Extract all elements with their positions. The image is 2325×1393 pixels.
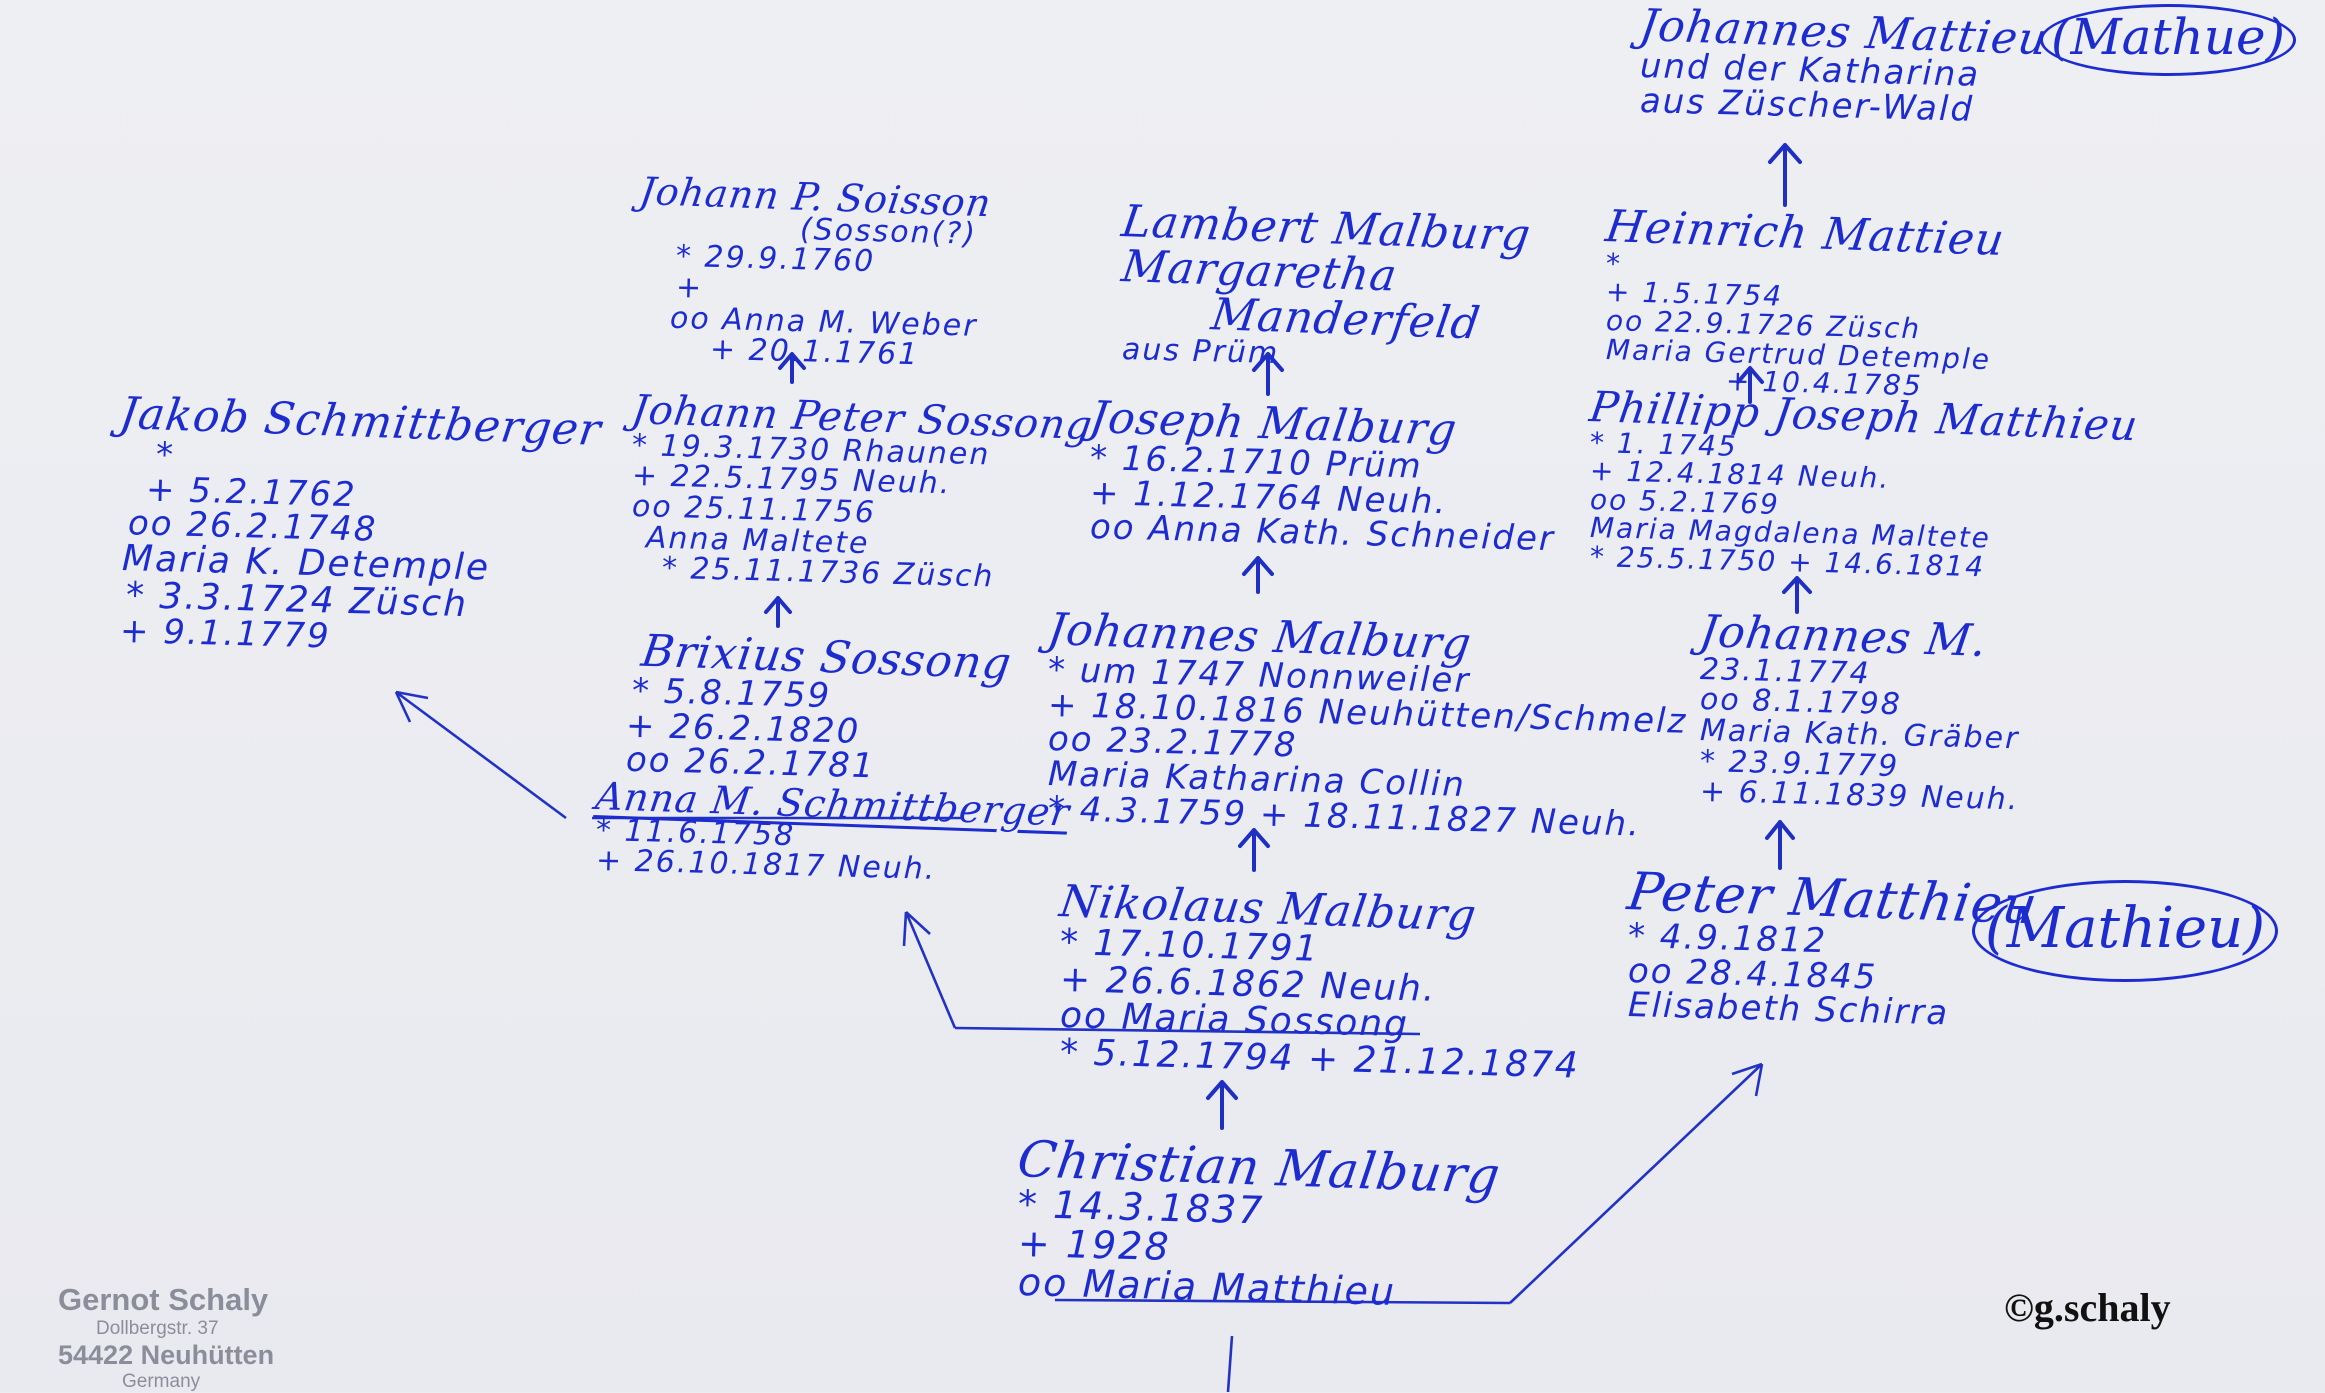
arrow-up-icon: [778, 352, 806, 384]
person-christian-malburg: Christian Malburg * 14.3.1837 + 1928 oo …: [1014, 1130, 1504, 1313]
link-descendant: [1226, 1335, 1234, 1392]
person-johannes-malburg: Johannes Malburg * um 1747 Nonnweiler + …: [1045, 604, 1688, 844]
arrow-up-icon: [1242, 556, 1274, 594]
link-matthieu-arrow: [1509, 1062, 1764, 1304]
arrow-up-icon: [1252, 352, 1284, 396]
arrow-up-icon: [1768, 143, 1802, 207]
person-phillipp-joseph-matthieu: Phillipp Joseph Matthieu * 1. 1745 + 12.…: [1587, 382, 2142, 583]
person-heinrich-mattieu: Heinrich Mattieu * + 1.5.1754 oo 22.9.17…: [1603, 201, 2008, 402]
person-lambert-malburg: Lambert Malburg Margaretha Manderfeld au…: [1119, 196, 1535, 371]
address-stamp: Gernot Schaly Dollbergstr. 37 54422 Neuh…: [58, 1282, 308, 1393]
copyright-notice: ©g.schaly: [2004, 1285, 2171, 1330]
person-nikolaus-malburg: Nikolaus Malburg * 17.10.1791 + 26.6.186…: [1057, 876, 1581, 1087]
person-brixius-sossong: Brixius Sossong * 5.8.1759 + 26.2.1820 o…: [593, 626, 1073, 888]
stamp-country: Germany: [122, 1371, 201, 1392]
arrow-up-icon: [1765, 820, 1795, 870]
person-johannes-mattieu-top: Johannes Mattieu und der Katharina aus Z…: [1637, 0, 2051, 129]
person-johannes-m: Johannes M. 23.1.1774 oo 8.1.1798 Maria …: [1697, 606, 2020, 818]
person-jakob-schmittberger: Jakob Schmittberger * + 5.2.1762 oo 26.2…: [117, 388, 605, 657]
alias-text: (Mathieu): [1984, 896, 2266, 961]
stamp-name: Gernot Schaly: [58, 1282, 269, 1317]
alias-oval: (Mathue): [2040, 4, 2296, 76]
alias-text: (Mathue): [2050, 8, 2286, 66]
person-joseph-malburg: Joseph Malburg * 16.2.1710 Prüm + 1.12.1…: [1087, 392, 1556, 559]
stamp-street: Dollbergstr. 37: [96, 1318, 219, 1339]
link-matthieu: [1054, 1298, 1511, 1305]
alias-oval: (Mathieu): [1972, 880, 2278, 982]
arrow-up-icon: [1206, 1080, 1238, 1130]
arrow-up-icon: [1238, 828, 1270, 872]
arrow-up-icon: [1782, 576, 1812, 614]
link-sossong: [954, 1026, 1421, 1036]
link-sossong-arrow: [902, 911, 957, 1029]
arrow-up-icon: [764, 596, 792, 628]
arrow-up-icon: [1736, 366, 1764, 404]
person-johann-p-soisson: Johann P. Soisson (Sosson(?) * 29.9.1760…: [637, 169, 994, 372]
link-schmittberger-arrow: [394, 690, 567, 820]
person-johann-peter-sossong: Johann Peter Sossong * 19.3.1730 Rhaunen…: [629, 387, 1096, 595]
stamp-city: 54422 Neuhütten: [58, 1340, 275, 1370]
